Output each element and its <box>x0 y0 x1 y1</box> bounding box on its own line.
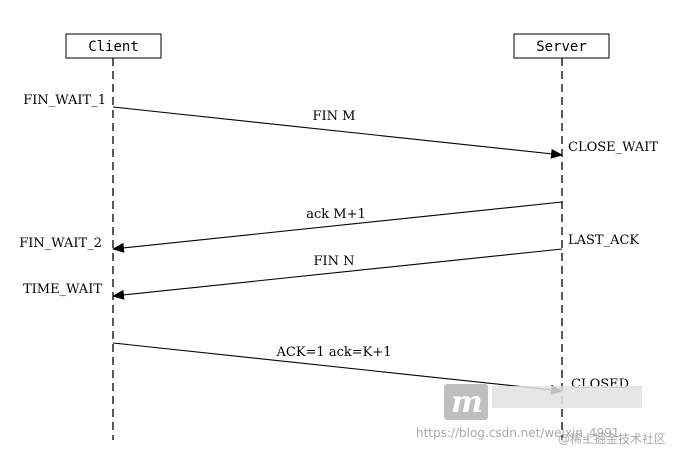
server-state-last-ack: LAST_ACK <box>568 233 639 248</box>
message-fin-m: FIN M <box>112 106 563 159</box>
server-box <box>513 33 610 59</box>
watermark-logo-mark: m <box>451 385 483 420</box>
client-state-fin-wait-2: FIN_WAIT_2 <box>19 236 102 251</box>
server-participant: Server <box>513 33 610 59</box>
message-ack-k-plus-1: ACK=1 ack=K+1 <box>112 342 563 395</box>
client-box <box>65 33 162 59</box>
ack-k-plus-1-arrow <box>112 342 563 395</box>
ack-k-plus-1-label: ACK=1 ack=K+1 <box>275 345 391 360</box>
client-participant: Client <box>65 33 162 59</box>
ack-m-plus-1-label: ack M+1 <box>306 207 366 222</box>
watermark-logo: m <box>444 384 642 420</box>
message-ack-m-plus-1: ack M+1 <box>112 201 563 253</box>
fin-n-arrow <box>112 248 563 300</box>
watermark: m https://blog.csdn.net/weixin_4991 @稀土掘… <box>416 384 666 446</box>
watermark-url: https://blog.csdn.net/weixin_4991 <box>416 426 619 440</box>
message-fin-n: FIN N <box>112 248 563 300</box>
watermark-logo-band <box>492 386 642 408</box>
fin-m-arrow <box>112 106 563 159</box>
client-state-fin-wait-1: FIN_WAIT_1 <box>23 93 106 108</box>
server-label: Server <box>536 39 587 55</box>
fin-n-label: FIN N <box>313 254 354 269</box>
fin-m-label: FIN M <box>313 109 356 124</box>
watermark-community: @稀土掘金技术社区 <box>558 431 666 446</box>
server-state-close-wait: CLOSE_WAIT <box>568 140 658 155</box>
client-state-time-wait: TIME_WAIT <box>23 282 102 297</box>
ack-m-plus-1-arrow <box>112 201 563 253</box>
watermark-logo-badge <box>444 384 488 420</box>
client-label: Client <box>88 39 139 55</box>
